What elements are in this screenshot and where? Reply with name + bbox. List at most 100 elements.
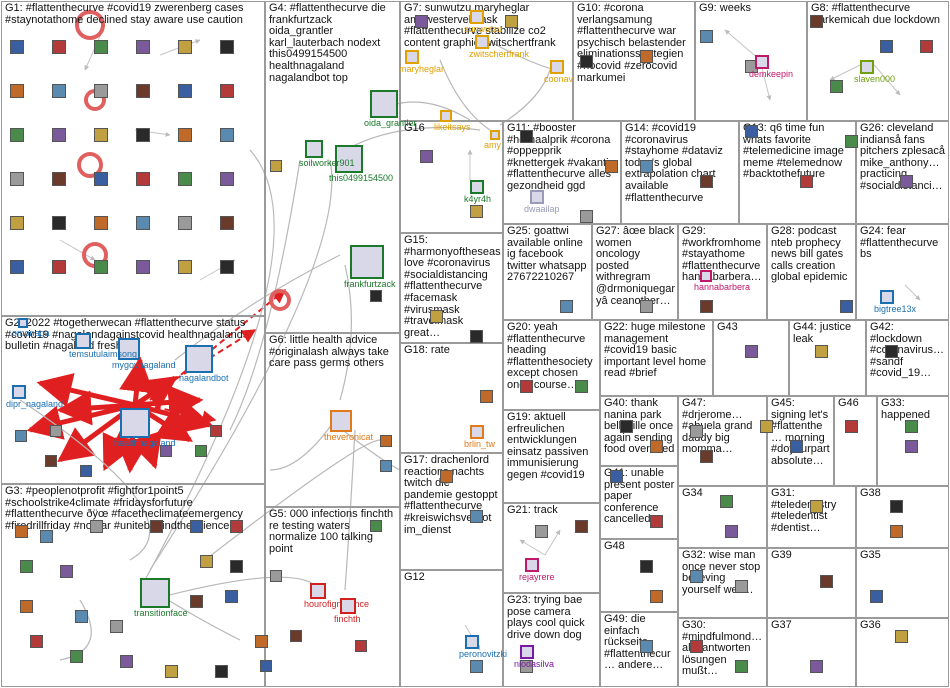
node-rejayrere-avatar[interactable]: [525, 558, 539, 572]
user-avatar-icon[interactable]: [10, 40, 24, 54]
node-frankfurtzack-avatar[interactable]: [350, 245, 384, 279]
user-avatar-icon[interactable]: [165, 665, 178, 678]
node-temsutulaimsong-avatar[interactable]: [75, 333, 91, 349]
node-healthnagaland-avatar[interactable]: [120, 408, 150, 438]
user-avatar-icon[interactable]: [136, 172, 150, 186]
user-avatar-icon[interactable]: [20, 560, 33, 573]
user-avatar-icon[interactable]: [160, 445, 172, 457]
user-avatar-icon[interactable]: [610, 470, 623, 483]
user-avatar-icon[interactable]: [380, 435, 392, 447]
user-avatar-icon[interactable]: [790, 440, 803, 453]
user-avatar-icon[interactable]: [535, 525, 548, 538]
user-avatar-icon[interactable]: [415, 15, 428, 28]
user-avatar-icon[interactable]: [520, 660, 533, 673]
user-avatar-icon[interactable]: [905, 440, 918, 453]
node-likeitsays-avatar[interactable]: [440, 110, 452, 122]
user-avatar-icon[interactable]: [370, 520, 382, 532]
user-avatar-icon[interactable]: [178, 216, 192, 230]
user-avatar-icon[interactable]: [605, 160, 618, 173]
user-avatar-icon[interactable]: [470, 510, 483, 523]
node-hourofignorance-avatar[interactable]: [310, 583, 326, 599]
user-avatar-icon[interactable]: [800, 175, 813, 188]
user-avatar-icon[interactable]: [725, 525, 738, 538]
user-avatar-icon[interactable]: [845, 135, 858, 148]
user-avatar-icon[interactable]: [580, 55, 593, 68]
user-avatar-icon[interactable]: [480, 390, 493, 403]
user-avatar-icon[interactable]: [470, 330, 483, 343]
user-avatar-icon[interactable]: [52, 260, 66, 274]
user-avatar-icon[interactable]: [10, 84, 24, 98]
node-soilworker901-avatar[interactable]: [305, 140, 323, 158]
user-avatar-icon[interactable]: [70, 650, 83, 663]
user-avatar-icon[interactable]: [440, 470, 453, 483]
user-avatar-icon[interactable]: [470, 660, 483, 673]
user-avatar-icon[interactable]: [640, 50, 653, 63]
user-avatar-icon[interactable]: [270, 570, 282, 582]
user-avatar-icon[interactable]: [110, 620, 123, 633]
user-avatar-icon[interactable]: [178, 84, 192, 98]
user-avatar-icon[interactable]: [190, 595, 203, 608]
user-avatar-icon[interactable]: [15, 525, 28, 538]
user-avatar-icon[interactable]: [885, 345, 898, 358]
user-avatar-icon[interactable]: [735, 660, 748, 673]
user-avatar-icon[interactable]: [94, 216, 108, 230]
user-avatar-icon[interactable]: [52, 172, 66, 186]
user-avatar-icon[interactable]: [50, 425, 62, 437]
user-avatar-icon[interactable]: [560, 300, 573, 313]
user-avatar-icon[interactable]: [10, 216, 24, 230]
node-mygovnagaland-avatar[interactable]: [118, 338, 140, 360]
user-avatar-icon[interactable]: [890, 500, 903, 513]
user-avatar-icon[interactable]: [136, 216, 150, 230]
user-avatar-icon[interactable]: [178, 260, 192, 274]
node-finchth-avatar[interactable]: [340, 598, 356, 614]
user-avatar-icon[interactable]: [230, 560, 243, 573]
user-avatar-icon[interactable]: [745, 125, 758, 138]
user-avatar-icon[interactable]: [810, 500, 823, 513]
user-avatar-icon[interactable]: [60, 565, 73, 578]
user-avatar-icon[interactable]: [830, 80, 843, 93]
node-sunwutzu-avatar[interactable]: [470, 10, 484, 24]
user-avatar-icon[interactable]: [220, 172, 234, 186]
user-avatar-icon[interactable]: [40, 530, 53, 543]
user-avatar-icon[interactable]: [520, 130, 533, 143]
user-avatar-icon[interactable]: [650, 515, 663, 528]
user-avatar-icon[interactable]: [575, 520, 588, 533]
user-avatar-icon[interactable]: [900, 175, 913, 188]
user-avatar-icon[interactable]: [220, 84, 234, 98]
user-avatar-icon[interactable]: [52, 84, 66, 98]
user-avatar-icon[interactable]: [810, 15, 823, 28]
user-avatar-icon[interactable]: [640, 640, 653, 653]
user-avatar-icon[interactable]: [575, 380, 588, 393]
user-avatar-icon[interactable]: [895, 630, 908, 643]
user-avatar-icon[interactable]: [870, 590, 883, 603]
user-avatar-icon[interactable]: [215, 665, 228, 678]
user-avatar-icon[interactable]: [640, 160, 653, 173]
user-avatar-icon[interactable]: [810, 660, 823, 673]
user-avatar-icon[interactable]: [640, 300, 653, 313]
user-avatar-icon[interactable]: [150, 520, 163, 533]
user-avatar-icon[interactable]: [94, 260, 108, 274]
user-avatar-icon[interactable]: [690, 425, 703, 438]
user-avatar-icon[interactable]: [136, 40, 150, 54]
user-avatar-icon[interactable]: [745, 345, 758, 358]
user-avatar-icon[interactable]: [255, 635, 268, 648]
user-avatar-icon[interactable]: [905, 420, 918, 433]
user-avatar-icon[interactable]: [195, 445, 207, 457]
user-avatar-icon[interactable]: [815, 345, 828, 358]
node-k4yr4h-avatar[interactable]: [470, 180, 484, 194]
user-avatar-icon[interactable]: [52, 216, 66, 230]
user-avatar-icon[interactable]: [270, 160, 282, 172]
user-avatar-icon[interactable]: [700, 300, 713, 313]
node-slaven000-avatar[interactable]: [860, 60, 874, 74]
user-avatar-icon[interactable]: [690, 570, 703, 583]
user-avatar-icon[interactable]: [10, 128, 24, 142]
node-demkeepin-avatar[interactable]: [755, 55, 769, 69]
node-niodasilva-avatar[interactable]: [520, 645, 534, 659]
user-avatar-icon[interactable]: [720, 495, 733, 508]
node-maryheglar-avatar[interactable]: [405, 50, 419, 64]
user-avatar-icon[interactable]: [290, 630, 302, 642]
user-avatar-icon[interactable]: [370, 290, 382, 302]
user-avatar-icon[interactable]: [355, 640, 367, 652]
node-transitionface-avatar[interactable]: [140, 578, 170, 608]
user-avatar-icon[interactable]: [840, 300, 853, 313]
